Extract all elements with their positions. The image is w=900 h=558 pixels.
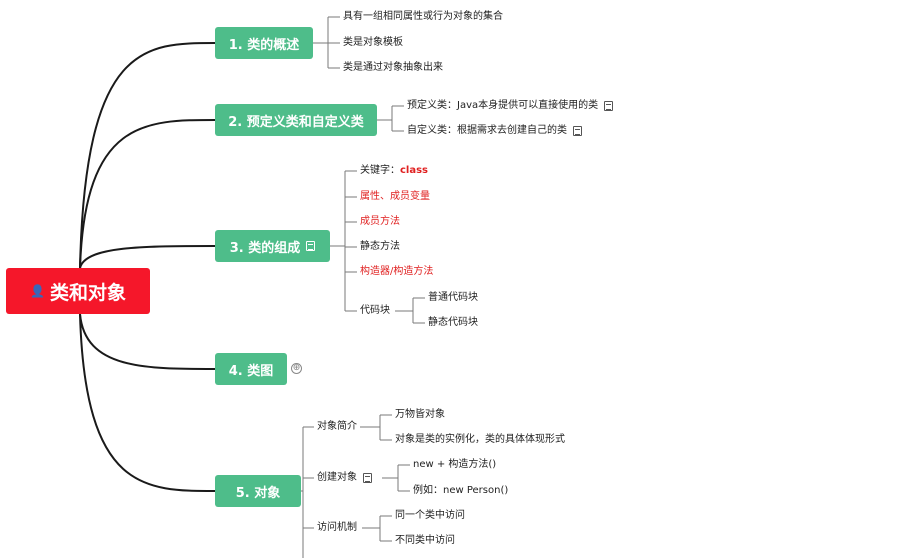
leaf-same-class-access[interactable]: 同一个类中访问 xyxy=(395,510,465,521)
leaf-static-code-block[interactable]: 静态代码块 xyxy=(428,317,478,328)
leaf-predefined-class[interactable]: 预定义类：Java本身提供可以直接使用的类 xyxy=(407,99,614,113)
leaf-create-object[interactable]: 创建对象 xyxy=(317,471,372,485)
leaf-different-class-access[interactable]: 不同类中访问 xyxy=(395,535,455,546)
leaf-new-constructor[interactable]: new + 构造方法() xyxy=(413,459,497,470)
note-icon[interactable] xyxy=(363,473,372,483)
root-connector-3 xyxy=(79,245,216,269)
topic-label: 5. 对象 xyxy=(235,485,281,501)
leaf-object-intro[interactable]: 对象简介 xyxy=(317,421,357,432)
topic-label: 1. 类的概述 xyxy=(228,37,300,53)
leaf-normal-code-block[interactable]: 普通代码块 xyxy=(428,292,478,303)
leaf-custom-class[interactable]: 自定义类：根据需求去创建自己的类 xyxy=(407,124,582,138)
leaf-object-instance[interactable]: 对象是类的实例化，类的具体体现形式 xyxy=(395,434,565,445)
leaf-static-methods[interactable]: 静态方法 xyxy=(360,241,400,252)
note-icon[interactable] xyxy=(573,126,582,136)
person-icon: 👤 xyxy=(30,284,45,298)
root-connector-1 xyxy=(79,42,216,269)
topic-label: 3. 类的组成 xyxy=(229,240,301,256)
leaf-class-definition[interactable]: 具有一组相同属性或行为对象的集合 xyxy=(343,11,503,22)
leaf-class-abstraction[interactable]: 类是通过对象抽象出来 xyxy=(343,62,443,73)
note-icon[interactable] xyxy=(604,101,614,111)
topic-label: 4. 类图 xyxy=(228,363,274,379)
leaf-new-person-example[interactable]: 例如：new Person() xyxy=(413,485,509,496)
leaf-member-methods[interactable]: 成员方法 xyxy=(360,216,400,227)
expand-icon[interactable]: ⊕ xyxy=(291,363,302,374)
topic-class-diagram[interactable]: 4. 类图 xyxy=(215,353,287,385)
root-connector-2 xyxy=(79,119,216,269)
leaf-access-mechanism[interactable]: 访问机制 xyxy=(317,522,357,533)
root-topic-label: 类和对象 xyxy=(49,281,126,304)
leaf-constructors[interactable]: 构造器/构造方法 xyxy=(360,266,434,277)
leaf-attributes[interactable]: 属性、成员变量 xyxy=(360,191,430,202)
root-connector-4 xyxy=(79,313,216,370)
leaf-keyword-class[interactable]: 关键字：class xyxy=(360,165,429,176)
topic-predefined-and-custom[interactable]: 2. 预定义类和自定义类 xyxy=(215,104,377,136)
leaf-code-block[interactable]: 代码块 xyxy=(360,305,390,316)
topic-class-overview[interactable]: 1. 类的概述 xyxy=(215,27,313,59)
root-connector-5 xyxy=(79,313,216,492)
leaf-class-template[interactable]: 类是对象模板 xyxy=(343,37,403,48)
topic-object[interactable]: 5. 对象 xyxy=(215,475,301,507)
leaf-everything-is-object[interactable]: 万物皆对象 xyxy=(395,409,445,420)
topic-class-composition[interactable]: 3. 类的组成 xyxy=(215,230,330,262)
topic-label: 2. 预定义类和自定义类 xyxy=(228,114,364,130)
note-icon[interactable] xyxy=(306,241,316,251)
root-topic[interactable]: 👤 类和对象 xyxy=(6,268,150,314)
